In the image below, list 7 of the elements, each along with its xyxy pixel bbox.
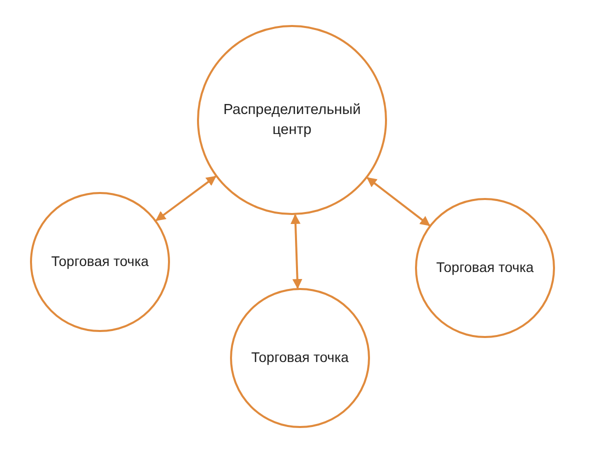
node-label: Торговая точка: [436, 258, 534, 278]
double-arrow: [290, 214, 302, 290]
node-label: Торговая точка: [251, 348, 349, 368]
double-arrow: [366, 177, 430, 226]
double-arrow: [155, 176, 216, 222]
node-label: Распределительный центр: [222, 100, 362, 140]
node-label: Торговая точка: [51, 252, 149, 272]
